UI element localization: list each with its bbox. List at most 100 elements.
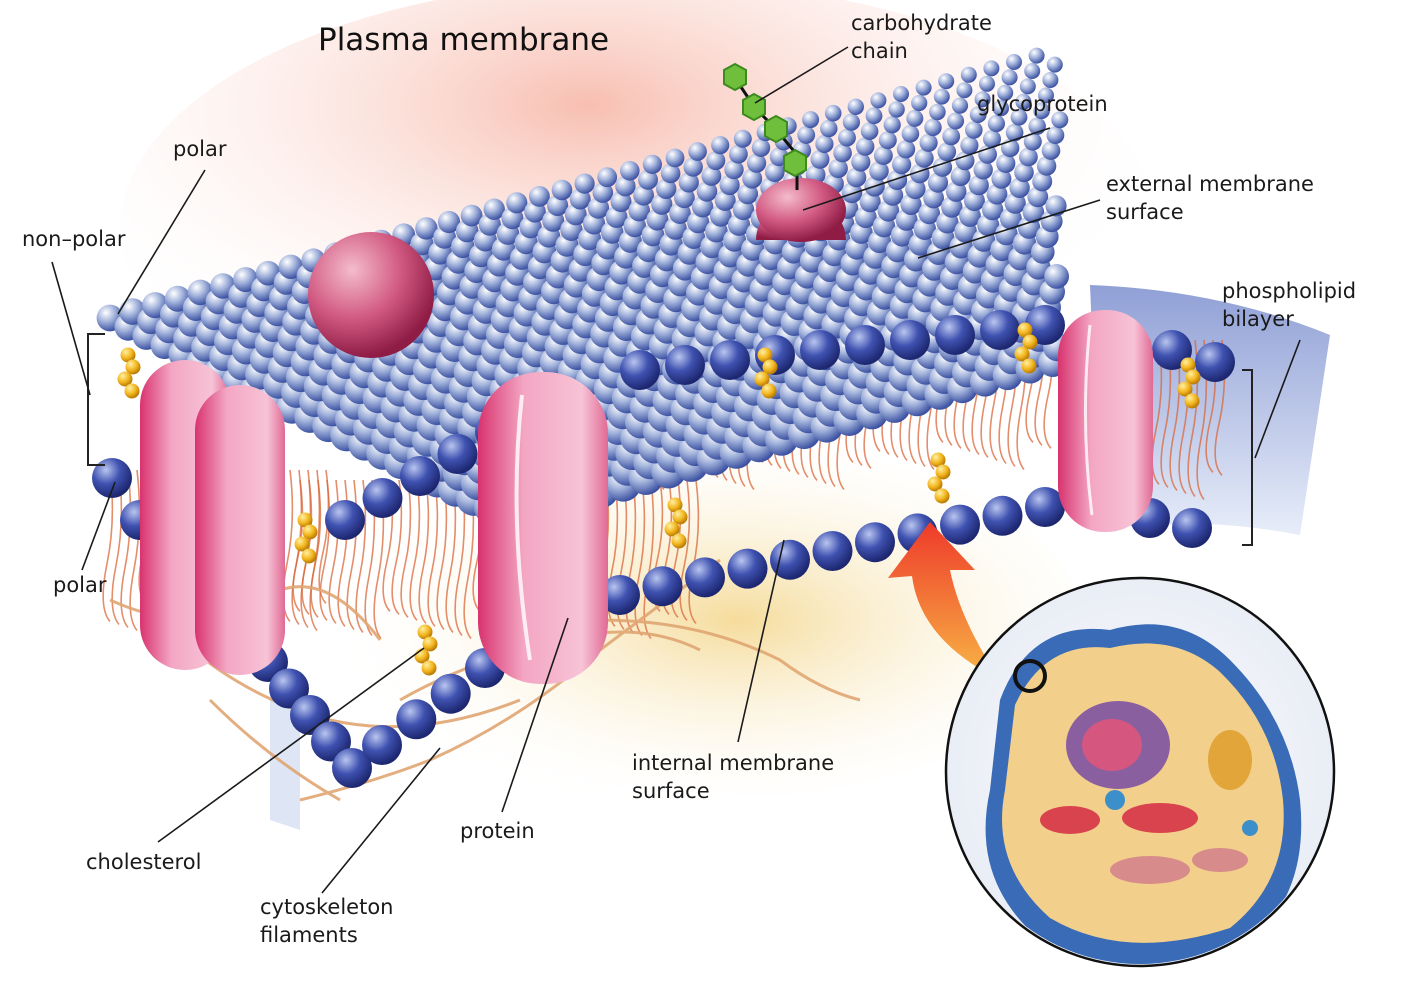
lipid-head-bead (969, 106, 987, 123)
cell-inset-icon (944, 576, 1336, 968)
edge-head-bead (727, 548, 768, 589)
edge-head-bead (325, 500, 365, 540)
lipid-head-bead (437, 210, 461, 234)
lipid-head-bead (415, 217, 438, 240)
lipid-head-bead (1051, 111, 1069, 129)
lipid-head-bead (983, 60, 1000, 77)
cholesterol-bead (761, 383, 777, 399)
lipid-head-bead (910, 163, 930, 184)
lipid-head-bead (1041, 141, 1061, 160)
lipid-head-bead (938, 73, 955, 90)
lipid-head-bead (665, 148, 685, 168)
edge-head-bead (1025, 487, 1065, 527)
lipid-head-bead (737, 183, 759, 205)
cholesterol-bead (124, 383, 140, 399)
edge-head-bead (1195, 342, 1235, 382)
lipid-head-bead (620, 161, 640, 181)
cholesterol-bead (297, 512, 313, 528)
cholesterol-bead (1021, 358, 1037, 374)
lipid-head-bead (987, 115, 1006, 133)
lipid-head-bead (960, 66, 977, 83)
lipid-head-bead (810, 149, 830, 169)
cholesterol-bead (120, 347, 136, 363)
lipid-head-bead (1036, 156, 1057, 176)
label-phospholipid-bilayer: phospholipid bilayer (1222, 277, 1356, 333)
label-cytoskeleton: cytoskeleton filaments (260, 893, 393, 949)
lipid-head-bead (733, 129, 752, 148)
left-bracket (87, 333, 105, 466)
lipid-head-bead (1032, 171, 1053, 192)
edge-head-bead (437, 434, 478, 474)
lipid-head-bead (824, 104, 842, 122)
lipid-head-bead (906, 109, 924, 127)
cholesterol-bead (1014, 346, 1030, 362)
edge-head-bead (430, 673, 471, 714)
label-cytoskeleton-line2: filaments (260, 923, 358, 947)
label-carbohydrate-line2: chain (851, 39, 908, 63)
edge-head-bead (400, 456, 440, 496)
cholesterol-bead (422, 636, 438, 652)
lipid-head-bead (901, 125, 920, 143)
edge-head-bead (600, 575, 640, 615)
lipid-head-bead (833, 143, 852, 163)
cholesterol-bead (421, 660, 437, 676)
lipid-tail (427, 479, 439, 627)
lipid-head-bead (860, 122, 879, 140)
lipid-tail (418, 479, 430, 624)
edge-head-bead (1025, 305, 1065, 345)
lipid-head-bead (660, 163, 681, 184)
lipid-head-bead (874, 146, 893, 166)
lipid-head-bead (887, 170, 908, 190)
lipid-head-bead (1023, 132, 1042, 151)
lipid-head-bead (965, 121, 983, 139)
edge-head-bead (396, 699, 437, 740)
lipid-head-bead (892, 155, 912, 175)
lipid-head-bead (506, 192, 528, 214)
label-cholesterol: cholesterol (86, 850, 202, 874)
lipid-tail (400, 479, 412, 618)
cholesterol-bead (1180, 357, 1196, 373)
cholesterol-bead (664, 521, 680, 537)
lipid-head-bead (574, 173, 595, 194)
label-polar-top: polar (173, 137, 227, 161)
label-glycoprotein: glycoprotein (977, 92, 1108, 116)
lipid-head-bead (905, 178, 926, 200)
edge-head-bead (1152, 330, 1192, 370)
lipid-head-bead (729, 144, 748, 164)
lipid-head-bead (986, 183, 1008, 205)
lipid-head-bead (638, 169, 658, 190)
lipid-tail (129, 469, 141, 632)
edge-head-bead (800, 330, 840, 370)
leader-lines (51, 46, 1301, 894)
lipid-head-bead (642, 154, 663, 174)
cholesterol-bead (934, 488, 950, 504)
lipid-tail (607, 479, 619, 627)
lipid-tail (436, 479, 448, 630)
edge-head-bead (980, 310, 1020, 350)
lipid-head-bead (1027, 186, 1049, 208)
lipid-head-bead (633, 184, 654, 206)
label-external-surface: external membrane surface (1106, 170, 1314, 226)
lipid-head-bead (820, 119, 838, 138)
lipid-head-bead (1019, 147, 1038, 167)
lipid-head-bead (1010, 108, 1028, 126)
cholesterol-bead (762, 359, 778, 375)
lipid-head-bead (856, 137, 875, 156)
lipid-head-bead (460, 204, 483, 227)
label-non-polar: non–polar (22, 227, 126, 251)
lipid-head-bead (992, 100, 1009, 117)
lipid-head-bead (937, 142, 957, 162)
lipid-head-bead (1046, 126, 1065, 145)
lipid-head-bead (963, 190, 985, 212)
lipid-head-bead (851, 152, 871, 172)
edge-head-bead (890, 320, 930, 360)
lipid-head-bead (927, 172, 949, 193)
edge-head-bead (935, 315, 975, 355)
lipid-head-bead (1045, 195, 1067, 217)
label-bilayer-line2: bilayer (1222, 307, 1294, 331)
lipid-head-bead (842, 113, 861, 131)
lipid-head-bead (960, 136, 979, 155)
cholesterol-bead (1017, 322, 1033, 338)
lipid-head-bead (551, 179, 573, 201)
